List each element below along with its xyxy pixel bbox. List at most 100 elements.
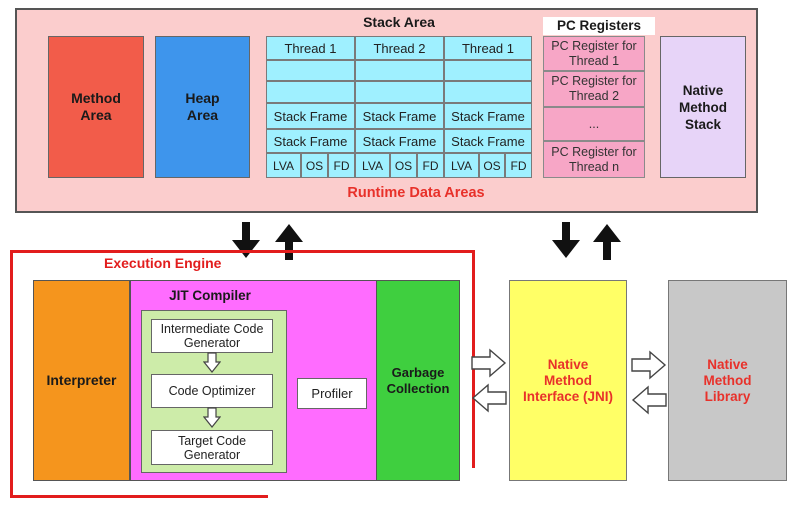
target-code-generator-box: Target Code Generator bbox=[151, 430, 273, 465]
arrow-down-icon bbox=[552, 222, 580, 258]
os-cell: OS bbox=[479, 153, 505, 178]
method-area-label: Method Area bbox=[71, 90, 121, 123]
fd-label: FD bbox=[510, 158, 527, 173]
lva-cell: LVA bbox=[355, 153, 390, 178]
intermediate-code-generator-label: Intermediate Code Generator bbox=[160, 322, 264, 350]
jni-label: Native Method Interface (JNI) bbox=[522, 356, 614, 404]
method-area-block: Method Area bbox=[48, 36, 144, 178]
lva-cell: LVA bbox=[266, 153, 301, 178]
arrow-down-icon bbox=[203, 407, 221, 428]
native-method-library-label: Native Method Library bbox=[703, 356, 752, 404]
gc-jni-arrows bbox=[471, 348, 507, 413]
stack-frame-label: Stack Frame bbox=[273, 108, 348, 124]
stack-empty-cell bbox=[266, 60, 355, 81]
stack-frame-cell: Stack Frame bbox=[355, 103, 444, 129]
execution-engine-outline-bottom bbox=[10, 495, 268, 498]
lva-label: LVA bbox=[451, 158, 472, 173]
stack-empty-cell bbox=[444, 60, 532, 81]
runtime-data-areas-title: Runtime Data Areas bbox=[266, 183, 566, 203]
thread-label: Thread 2 bbox=[373, 40, 426, 56]
stack-frame-cell: Stack Frame bbox=[266, 129, 355, 153]
stack-frame-label: Stack Frame bbox=[362, 133, 437, 149]
stack-thread-header: Thread 1 bbox=[266, 36, 355, 60]
fd-label: FD bbox=[333, 158, 350, 173]
pc-registers-column: PC Register for Thread 1 PC Register for… bbox=[543, 36, 645, 178]
pc-register-label: PC Register for Thread n bbox=[551, 144, 637, 174]
interpreter-label: Interpreter bbox=[46, 372, 117, 388]
thread-label: Thread 1 bbox=[461, 40, 515, 56]
profiler-label: Profiler bbox=[311, 385, 353, 401]
pc-register-label: ... bbox=[588, 116, 600, 131]
pc-register-label: PC Register for Thread 1 bbox=[551, 38, 637, 68]
target-code-generator-label: Target Code Generator bbox=[177, 433, 247, 462]
stack-area-title: Stack Area bbox=[266, 13, 532, 31]
stack-thread-header: Thread 2 bbox=[355, 36, 444, 60]
arrow-up-icon bbox=[275, 224, 303, 260]
code-optimizer-box: Code Optimizer bbox=[151, 374, 273, 408]
pc-register-label: PC Register for Thread 2 bbox=[551, 74, 637, 103]
stack-frame-cell: Stack Frame bbox=[444, 129, 532, 153]
pc-registers-title: PC Registers bbox=[543, 17, 655, 35]
native-method-stack-label: Native Method Stack bbox=[679, 82, 727, 132]
fd-label: FD bbox=[422, 158, 439, 173]
stack-empty-cell bbox=[355, 81, 444, 103]
os-label: OS bbox=[305, 158, 324, 173]
arrow-down-icon bbox=[232, 222, 260, 258]
arrow-left-icon bbox=[471, 383, 507, 413]
jit-compiler-title-text: JIT Compiler bbox=[169, 287, 251, 303]
arrow-down-icon bbox=[203, 352, 221, 373]
stack-area-grid: Thread 1 Stack Frame Stack Frame LVA OS … bbox=[266, 36, 532, 178]
pc-register-cell: PC Register for Thread n bbox=[543, 141, 645, 178]
stack-frame-cell: Stack Frame bbox=[355, 129, 444, 153]
stack-frame-label: Stack Frame bbox=[273, 133, 348, 149]
stack-area-title-text: Stack Area bbox=[363, 13, 435, 30]
os-label: OS bbox=[483, 158, 501, 173]
stack-empty-cell bbox=[355, 60, 444, 81]
stack-frame-cell: Stack Frame bbox=[444, 103, 532, 129]
stack-frame-cell: Stack Frame bbox=[266, 103, 355, 129]
stack-frame-label: Stack Frame bbox=[362, 108, 437, 124]
stack-empty-cell bbox=[266, 81, 355, 103]
execution-engine-outline-left bbox=[10, 250, 13, 498]
arrow-right-icon bbox=[471, 348, 507, 378]
lva-label: LVA bbox=[273, 158, 294, 173]
left-vertical-arrows bbox=[232, 222, 303, 260]
lva-label: LVA bbox=[362, 158, 383, 173]
execution-engine-outline-top bbox=[10, 250, 475, 253]
pc-register-cell: ... bbox=[543, 107, 645, 141]
stack-frame-label: Stack Frame bbox=[451, 133, 525, 149]
native-method-library-block: Native Method Library bbox=[668, 280, 787, 481]
os-cell: OS bbox=[301, 153, 328, 178]
intermediate-code-generator-box: Intermediate Code Generator bbox=[151, 319, 273, 353]
os-cell: OS bbox=[390, 153, 417, 178]
stack-empty-cell bbox=[444, 81, 532, 103]
thread-label: Thread 1 bbox=[284, 40, 337, 56]
arrow-right-icon bbox=[631, 350, 667, 380]
garbage-collection-block: Garbage Collection bbox=[376, 280, 460, 481]
fd-cell: FD bbox=[505, 153, 532, 178]
arrow-left-icon bbox=[631, 385, 667, 415]
runtime-data-areas-title-text: Runtime Data Areas bbox=[347, 185, 485, 201]
execution-engine-title: Execution Engine bbox=[104, 255, 264, 273]
fd-cell: FD bbox=[328, 153, 355, 178]
profiler-box: Profiler bbox=[297, 378, 367, 409]
heap-area-label: Heap Area bbox=[185, 90, 220, 123]
execution-engine-title-text: Execution Engine bbox=[104, 255, 222, 271]
pc-register-cell: PC Register for Thread 2 bbox=[543, 71, 645, 107]
jni-library-arrows bbox=[631, 350, 667, 415]
pc-registers-title-text: PC Registers bbox=[556, 18, 642, 33]
stack-thread-header: Thread 1 bbox=[444, 36, 532, 60]
native-method-stack-block: Native Method Stack bbox=[660, 36, 746, 178]
jni-block: Native Method Interface (JNI) bbox=[509, 280, 627, 481]
os-label: OS bbox=[394, 158, 413, 173]
arrow-up-icon bbox=[593, 224, 621, 260]
lva-cell: LVA bbox=[444, 153, 479, 178]
heap-area-block: Heap Area bbox=[155, 36, 250, 178]
interpreter-block: Interpreter bbox=[33, 280, 130, 481]
stack-frame-label: Stack Frame bbox=[451, 108, 525, 124]
jit-compiler-title: JIT Compiler bbox=[140, 286, 280, 304]
garbage-collection-label: Garbage Collection bbox=[386, 364, 450, 396]
code-optimizer-label: Code Optimizer bbox=[168, 384, 256, 398]
fd-cell: FD bbox=[417, 153, 444, 178]
right-vertical-arrows bbox=[552, 222, 621, 260]
